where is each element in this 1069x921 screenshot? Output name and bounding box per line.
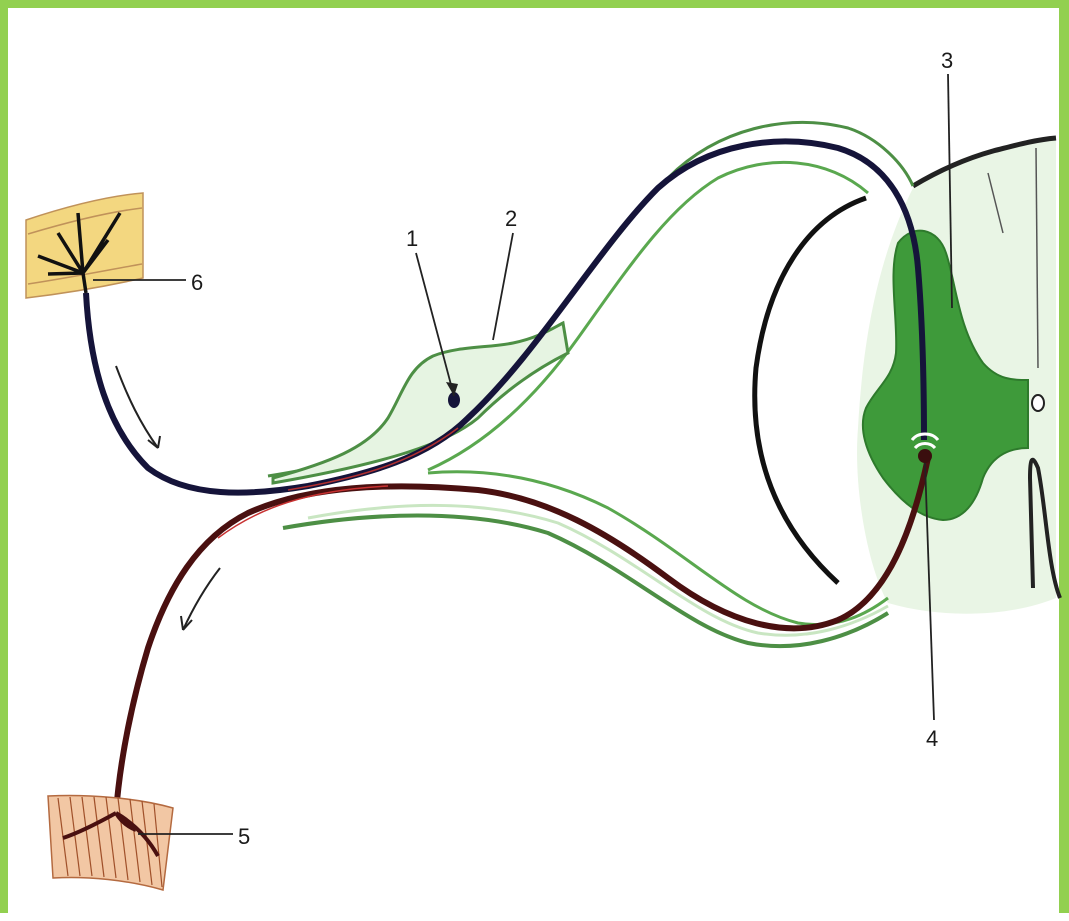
leader-line-2	[493, 233, 513, 340]
cord-left-contour	[755, 198, 866, 583]
central-canal	[1032, 395, 1044, 411]
efferent-direction-arrow	[183, 568, 220, 630]
motor-neuron-body	[918, 449, 932, 463]
label-3: 3	[941, 48, 953, 73]
sensory-nerve-sheath-inner	[428, 162, 868, 470]
sensory-nerve-sheath-outer	[268, 122, 913, 476]
reflex-arc-diagram: 1 2 3 4 5 6	[8, 8, 1069, 921]
label-4: 4	[926, 726, 938, 751]
label-2: 2	[505, 206, 517, 231]
label-1: 1	[406, 226, 418, 251]
sensory-axon	[86, 141, 924, 492]
label-5: 5	[238, 824, 250, 849]
label-6: 6	[191, 270, 203, 295]
motor-nerve-sheath-mid	[308, 506, 888, 636]
